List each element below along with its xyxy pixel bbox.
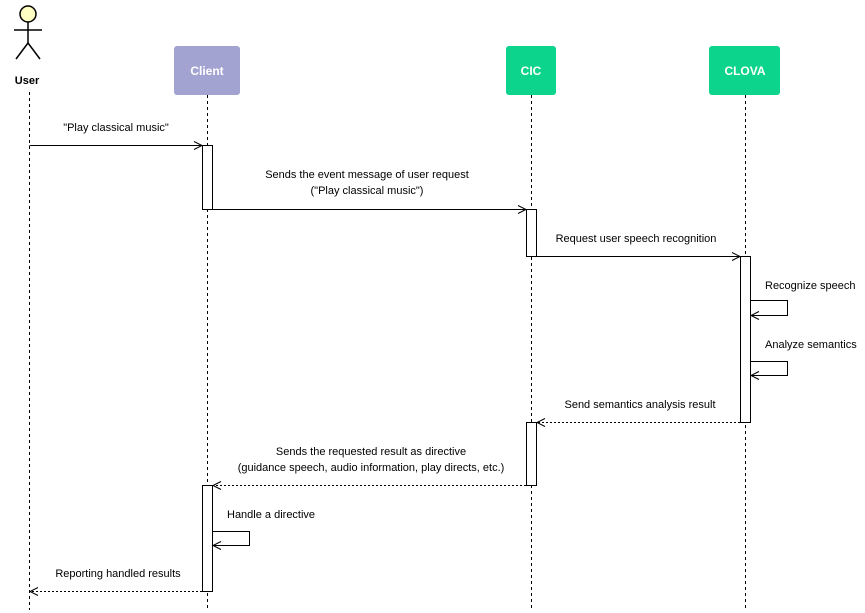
message-analyze-semantics: Analyze semantics bbox=[749, 339, 857, 380]
participant-cic: CIC bbox=[506, 46, 556, 95]
actor-leg-left bbox=[15, 42, 29, 60]
participant-client-label: Client bbox=[190, 64, 223, 78]
arrowhead-icon bbox=[731, 252, 742, 261]
arrowhead-icon bbox=[211, 541, 222, 550]
message-send-event: Sends the event message of user request … bbox=[212, 169, 528, 214]
message-report-results: Reporting handled results bbox=[28, 568, 202, 596]
actor-head bbox=[19, 5, 37, 23]
activation-cic-2 bbox=[526, 422, 537, 486]
message-label: "Play classical music" bbox=[63, 122, 169, 134]
arrowhead-icon bbox=[535, 418, 546, 427]
activation-client-1 bbox=[202, 145, 213, 210]
message-label: Recognize speech bbox=[765, 280, 856, 292]
message-semantics-result: Send semantics analysis result bbox=[535, 399, 740, 427]
message-label: Reporting handled results bbox=[55, 568, 181, 580]
participant-cic-label: CIC bbox=[521, 64, 542, 78]
activation-client-2 bbox=[202, 485, 213, 592]
participant-clova: CLOVA bbox=[709, 46, 780, 95]
participant-clova-label: CLOVA bbox=[724, 64, 765, 78]
message-label-line2: (guidance speech, audio information, pla… bbox=[238, 462, 505, 474]
message-play-request: "Play classical music" bbox=[29, 122, 204, 150]
participant-client: Client bbox=[174, 46, 240, 95]
participant-clova-box bbox=[709, 46, 780, 95]
arrowhead-icon bbox=[749, 311, 760, 320]
message-label: Request user speech recognition bbox=[556, 233, 717, 245]
arrowhead-icon bbox=[749, 371, 760, 380]
self-call-loop bbox=[750, 300, 788, 316]
message-label-line1: Sends the requested result as directive bbox=[276, 446, 466, 458]
message-request-recognition: Request user speech recognition bbox=[536, 233, 742, 261]
self-call-loop bbox=[212, 531, 250, 546]
actor-user: User bbox=[14, 5, 42, 87]
arrowhead-icon bbox=[193, 141, 204, 150]
message-handle-directive: Handle a directive bbox=[211, 509, 315, 550]
activation-cic-1 bbox=[526, 209, 537, 257]
message-label: Analyze semantics bbox=[765, 339, 857, 351]
message-label: Handle a directive bbox=[227, 509, 315, 521]
activation-clova-1 bbox=[740, 256, 751, 423]
arrowhead-icon bbox=[28, 587, 39, 596]
message-label-line2: ("Play classical music") bbox=[311, 185, 424, 197]
self-call-loop bbox=[750, 361, 788, 376]
arrowhead-icon bbox=[211, 481, 222, 490]
actor-leg-right bbox=[27, 42, 41, 60]
message-directive-result: Sends the requested result as directive … bbox=[211, 446, 526, 490]
message-recognize-speech: Recognize speech bbox=[749, 280, 856, 320]
message-label-line1: Sends the event message of user request bbox=[265, 169, 469, 181]
activations bbox=[202, 145, 751, 592]
participant-client-box bbox=[174, 46, 240, 95]
participant-cic-box bbox=[506, 46, 556, 95]
arrowhead-icon bbox=[517, 205, 528, 214]
message-label: Send semantics analysis result bbox=[564, 399, 715, 411]
actor-label: User bbox=[15, 75, 40, 87]
